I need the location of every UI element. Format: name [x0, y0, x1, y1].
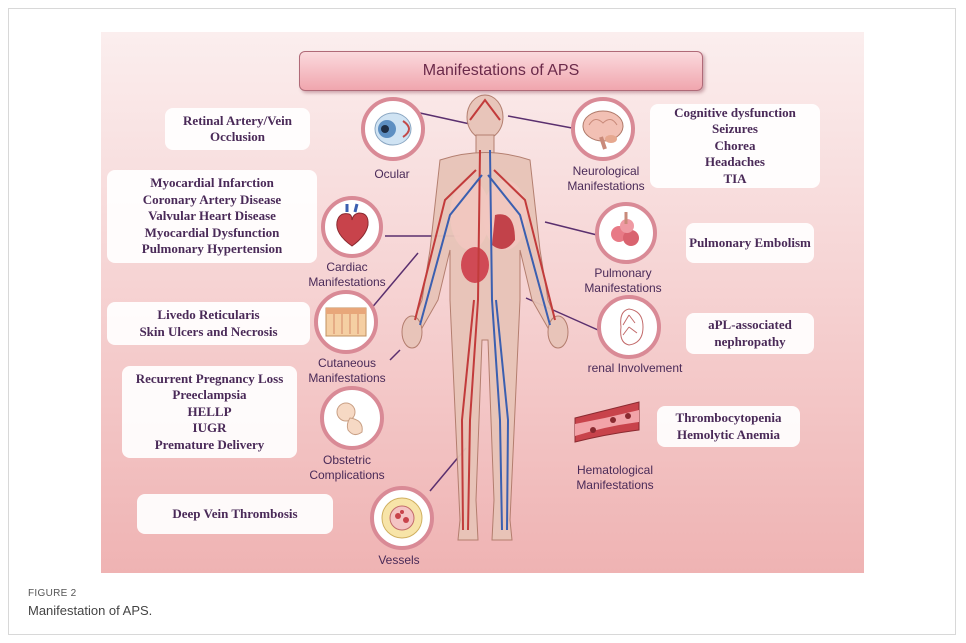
diagram-title: Manifestations of APS [299, 51, 703, 91]
cutaneous-item: Skin Ulcers and Necrosis [139, 323, 278, 339]
renal-item: nephropathy [714, 333, 786, 349]
fetus-icon [320, 386, 384, 450]
ocular-label: Ocular [374, 167, 410, 181]
cardiac-item: Myocardial Infarction [150, 175, 274, 191]
neurological-item: Seizures [712, 121, 758, 137]
figure-label: FIGURE 2 [28, 588, 77, 599]
ocular-item: Occlusion [210, 129, 265, 144]
cardiac-item: Valvular Heart Disease [148, 208, 276, 224]
blood-vessels [414, 98, 556, 531]
obstetric-item: Preeclampsia [172, 387, 247, 403]
figure-caption: Manifestation of APS. [28, 603, 153, 618]
heart-icon [321, 196, 383, 258]
renal-items-box: aPL-associated nephropathy [686, 313, 814, 354]
cardiac-item: Myocardial Dysfunction [144, 224, 280, 240]
kidney-icon [597, 295, 661, 359]
connector-lines [369, 112, 599, 492]
hematological-label: Hematological Manifestations [576, 463, 654, 492]
neurological-label: Neurological Manifestations [567, 164, 645, 193]
renal-label: renal Involvement [587, 361, 683, 375]
body-silhouette [401, 94, 569, 541]
cutaneous-item: Livedo Reticularis [157, 307, 260, 322]
cardiac-item: Pulmonary Hypertension [141, 241, 283, 257]
cardiac-items-box: Myocardial Infarction Coronary Artery Di… [107, 170, 317, 263]
brain-icon [571, 97, 635, 161]
vessels-item: Deep Vein Thrombosis [172, 505, 298, 521]
pulmonary-items-box: Pulmonary Embolism [686, 223, 814, 263]
cutaneous-label: Cutaneous Manifestations [308, 356, 386, 385]
obstetric-item: IUGR [192, 420, 227, 436]
heart-organ [492, 214, 515, 249]
kidney-organ [461, 247, 489, 283]
obstetric-item: Premature Delivery [154, 436, 265, 452]
hematological-item: Hemolytic Anemia [677, 426, 780, 442]
blood-vessel-icon [573, 390, 641, 458]
cardiac-item: Coronary Artery Disease [142, 191, 282, 207]
cardiac-label: Cardiac Manifestations [308, 260, 386, 289]
neurological-item: Chorea [714, 137, 756, 153]
eye-icon [361, 97, 425, 161]
obstetric-label: Obstetric Complications [309, 453, 385, 482]
figure-frame [8, 8, 956, 635]
renal-item: aPL-associated [708, 317, 792, 332]
neurological-items-box: Cognitive dysfunction Seizures Chorea He… [650, 104, 820, 188]
neurological-item: Cognitive dysfunction [674, 104, 796, 120]
ocular-items-box: Retinal Artery/Vein Occlusion [165, 108, 310, 150]
neurological-item: TIA [723, 170, 747, 186]
neurological-item: Headaches [705, 154, 765, 170]
pulmonary-item: Pulmonary Embolism [689, 234, 811, 250]
obstetric-item: Recurrent Pregnancy Loss [135, 370, 284, 386]
obstetric-item: HELLP [187, 403, 232, 419]
ocular-item: Retinal Artery/Vein [183, 112, 292, 128]
vessel-cross-section-icon [370, 486, 434, 550]
obstetric-items-box: Recurrent Pregnancy Loss Preeclampsia HE… [122, 366, 297, 458]
skin-icon [314, 290, 378, 354]
hematological-items-box: Thrombocytopenia Hemolytic Anemia [657, 406, 800, 447]
vessels-label: Vessels [378, 553, 420, 567]
pulmonary-label: Pulmonary Manifestations [584, 266, 662, 295]
lungs-icon [595, 202, 657, 264]
vessels-items-box: Deep Vein Thrombosis [137, 494, 333, 534]
cutaneous-items-box: Livedo Reticularis Skin Ulcers and Necro… [107, 302, 310, 345]
hematological-item: Thrombocytopenia [675, 410, 782, 425]
